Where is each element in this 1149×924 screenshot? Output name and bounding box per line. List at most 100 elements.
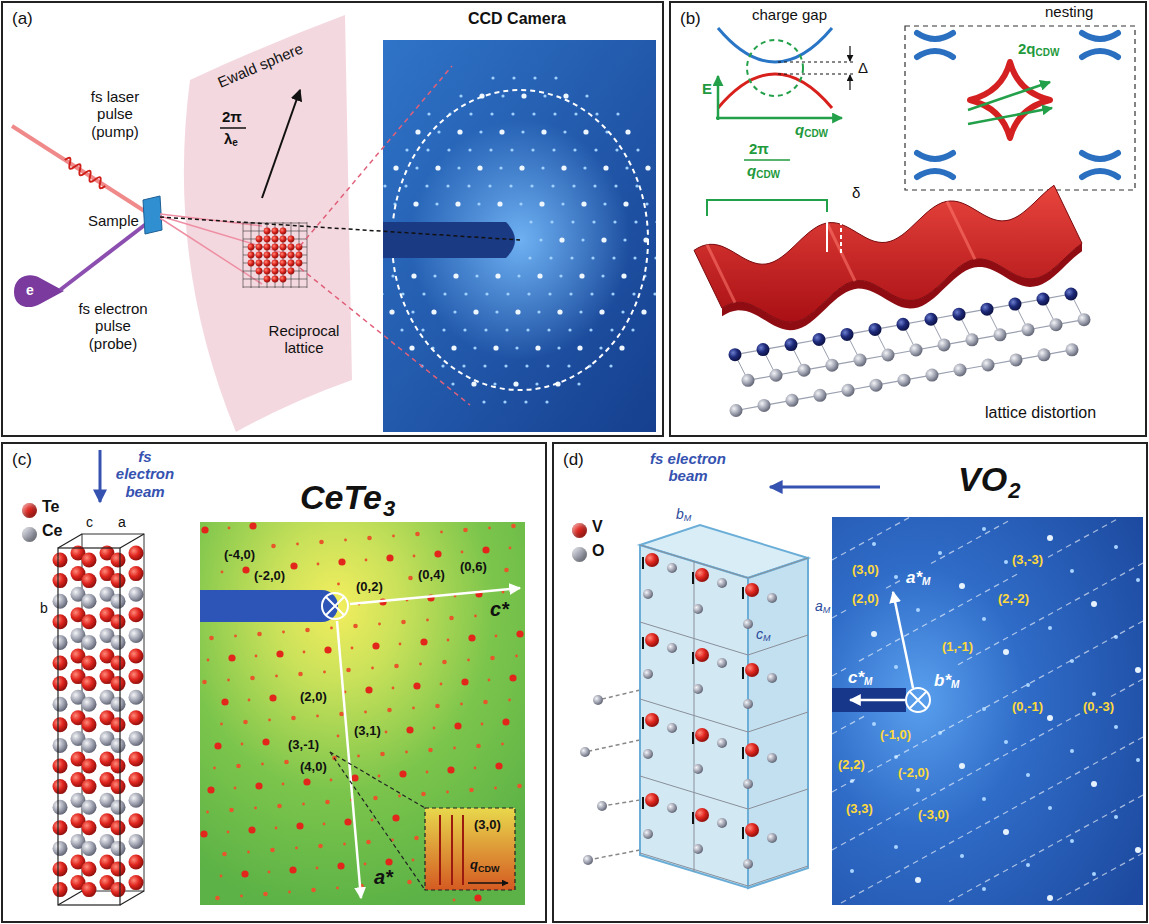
- diffraction-spot: [229, 808, 234, 813]
- oxygen-atom: [743, 779, 753, 789]
- bond: [742, 747, 744, 759]
- diffraction-spot: [471, 381, 476, 386]
- device-label: CCD Camera: [468, 10, 566, 28]
- guide-line: [985, 531, 990, 534]
- guide-line: [877, 649, 882, 652]
- bond: [692, 732, 694, 744]
- oxygen-atom: [643, 829, 653, 839]
- diffraction-spot: [447, 766, 454, 773]
- guide-line: [1012, 574, 1017, 577]
- atom: [938, 338, 951, 351]
- guide-line: [1030, 738, 1035, 741]
- guide-line: [895, 523, 900, 526]
- axis-arrow: [893, 592, 913, 688]
- bond: [692, 812, 694, 824]
- atom: [129, 710, 144, 725]
- diffraction-spot: [378, 775, 381, 778]
- diffraction-spot: [483, 364, 486, 367]
- oxygen-atom: [643, 749, 653, 759]
- diffraction-spot: [590, 292, 593, 295]
- guide-line: [895, 581, 900, 584]
- subscript: M: [763, 633, 771, 643]
- diffraction-spot: [262, 738, 269, 745]
- diffraction-spot: [557, 346, 560, 349]
- guide-line: [1111, 520, 1116, 523]
- guide-line: [868, 769, 873, 772]
- guide-line: [985, 879, 990, 882]
- nested-fermi-surface: [970, 62, 1050, 138]
- beam-center: [326, 597, 344, 615]
- diffraction-spot: [477, 202, 480, 205]
- atom: [910, 343, 923, 356]
- guide-line: [868, 885, 873, 888]
- unit-cell: [82, 534, 144, 891]
- diffraction-spot: [476, 744, 481, 749]
- diffraction-spot: [491, 76, 494, 79]
- guide-line: [1057, 840, 1062, 843]
- diffraction-spot: [495, 273, 500, 278]
- diffraction-spot: [504, 568, 509, 573]
- subscript: M: [864, 676, 872, 688]
- cell-line: [748, 558, 808, 578]
- guide-line: [976, 710, 981, 713]
- diffraction-spot: [275, 675, 278, 678]
- subscript: CDW: [756, 169, 780, 181]
- diffraction-spot: [577, 382, 580, 385]
- guide-line: [841, 900, 846, 903]
- diffraction-spot: [532, 112, 535, 115]
- diffraction-spot: [1026, 863, 1030, 867]
- diffraction-spot: [440, 683, 443, 686]
- guide-line: [1048, 786, 1053, 789]
- diffraction-spot: [481, 723, 484, 726]
- guide-line: [1102, 873, 1107, 876]
- guide-line: [994, 874, 999, 877]
- material-title: CeTe: [300, 478, 382, 517]
- guide-line: [976, 826, 981, 829]
- diffraction-spot: [437, 130, 440, 133]
- guide-line: [985, 821, 990, 824]
- formula-text: λ: [224, 130, 232, 147]
- atom: [111, 717, 126, 732]
- subscript: CDW: [478, 864, 500, 874]
- atom: [1037, 293, 1050, 306]
- diffraction-spot: [559, 237, 564, 242]
- atom: [129, 855, 144, 870]
- diffraction-spot: [441, 364, 444, 367]
- diffraction-spot: [303, 778, 310, 785]
- diffraction-spot: [393, 165, 398, 170]
- guide-line: [967, 657, 972, 660]
- subscript: M: [684, 513, 692, 523]
- lattice-point: [272, 228, 279, 235]
- diffraction-spot: [227, 831, 230, 834]
- diffraction-spot: [609, 364, 612, 367]
- reflection-index: (0,6): [460, 560, 487, 575]
- legend-text: Te: [42, 498, 59, 516]
- guide-line: [1120, 805, 1125, 808]
- diffraction-spot: [557, 309, 562, 314]
- crystal-structure: [640, 545, 808, 886]
- diffraction-spot: [603, 202, 606, 205]
- diffraction-spot: [484, 328, 487, 331]
- diffraction-spot: [551, 184, 554, 187]
- diffraction-spot: [422, 292, 425, 295]
- diffraction-spot: [446, 184, 449, 187]
- atom: [1066, 343, 1079, 356]
- diffraction-spot: [389, 309, 394, 314]
- wavevector-axis: [716, 117, 842, 120]
- diffraction-spot: [365, 559, 368, 562]
- satellite-streaks: [440, 815, 463, 885]
- oxygen-atom: [597, 801, 607, 811]
- guide-line: [1138, 853, 1143, 856]
- guide-line: [976, 536, 981, 539]
- guide-line: [1120, 631, 1125, 634]
- diffraction-spot: [573, 148, 576, 151]
- guide-line: [1048, 612, 1053, 615]
- diffraction-spot: [529, 220, 532, 223]
- diffraction-spot: [621, 273, 626, 278]
- diffraction-spot: [413, 682, 420, 689]
- diffraction-spot: [380, 752, 385, 757]
- guide-line: [994, 816, 999, 819]
- diffraction-spot: [323, 671, 326, 674]
- guide-line: [985, 763, 990, 766]
- guide-line: [913, 629, 918, 632]
